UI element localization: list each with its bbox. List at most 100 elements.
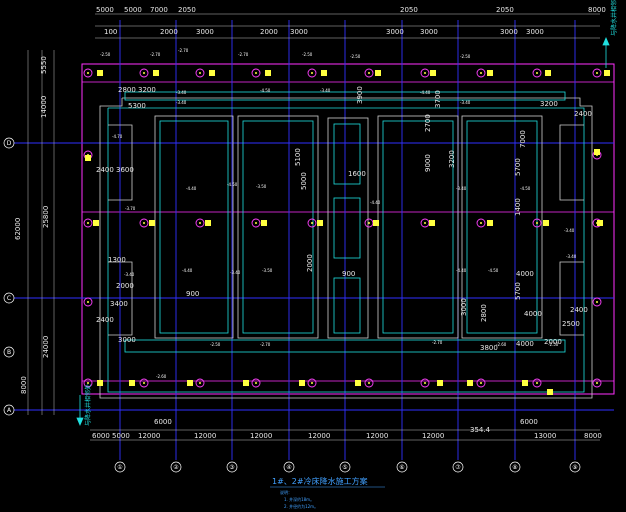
well-pump-symbol [321,70,327,76]
inner-dimension-text: 5100 [294,148,302,166]
top-dimension-text: 2400 [574,110,592,118]
well-marker [195,378,205,388]
wells-layer [83,68,610,395]
inner-dimension-text: 2800 [480,304,488,322]
left-dimension-text: 24000 [42,336,50,358]
elevation-label: -2.70 [432,340,443,345]
well-pump-symbol [355,380,361,386]
inner-dimension-text: 5700 [514,282,522,300]
column-axis-circle [114,461,126,473]
bottom-dimension-text: 13000 [534,432,556,440]
inner-dimension-text: 2000 [306,254,314,272]
inner-dimension-text: 3000 [118,336,136,344]
well-pump-symbol [429,220,435,226]
well-center [255,382,257,384]
row-axis-circle [3,346,15,358]
well-pump-symbol [93,220,99,226]
well-pump-symbol [299,380,305,386]
bottom-dimension-text: 6000 [154,418,172,426]
well-center [199,222,201,224]
central-sump-upper [333,123,361,185]
left-dimension-text: 8000 [20,376,28,394]
well-pump-symbol [545,70,551,76]
well-marker [139,378,149,388]
column-axis-circle [569,461,581,473]
note-heading: 说明： [280,489,292,495]
column-axis-label: ⑨ [572,464,577,471]
well-center [368,382,370,384]
well-marker [139,68,149,78]
well-marker [195,218,205,228]
column-axis-circle [226,461,238,473]
column-axis-circle [170,461,182,473]
well-center [87,222,89,224]
bottom-dimension-text: 354.4 [470,426,491,434]
well-pump-symbol [373,220,379,226]
inner-dimension-text: 3200 [448,150,456,168]
inner-dimension-text: 1300 [108,256,126,264]
inner-dimension-text: 2000 [544,338,562,346]
top-dimension-text: 3200 [540,100,558,108]
row-axis-bubble: D [3,137,15,149]
side-label-bottom: 与降水井相邻处 [84,384,92,426]
inner-dimension-text: 3000 [460,298,468,316]
pit-inner-outline [107,107,585,393]
column-axis-circle [283,461,295,473]
inner-dimension-text: 2000 [116,282,134,290]
well-pump-symbol [467,380,473,386]
pit-cell-3-inner [382,120,454,334]
row-axis-bubble: C [3,292,15,304]
well-center [87,382,89,384]
well-marker [532,378,542,388]
top-leader-arrow [602,36,610,46]
elevation-label: -2.50 [210,342,221,347]
top-dimension-text: 3000 [290,28,308,36]
well-marker [83,297,93,307]
note-2: 2. 井径约为12m。 [284,503,318,509]
well-center [480,72,482,74]
inner-dimension-text: 4000 [524,310,542,318]
axis-grid [10,20,614,460]
well-center [143,222,145,224]
elevation-label: -2.50 [460,54,471,59]
well-pump-symbol [187,380,193,386]
elevation-label: -2.60 [156,374,167,379]
elevation-label: -4.40 [456,268,467,273]
column-axis-bubble: ② [170,461,182,473]
top-dimension-text: 3000 [526,28,544,36]
left-dimension-text: 14000 [40,96,48,118]
column-axis-label: ⑧ [512,464,517,471]
elevation-label: -2.60 [496,342,507,347]
left-dimension-text: 5550 [40,56,48,74]
right-sump-upper [559,124,584,201]
top-dimension-text: 2000 [260,28,278,36]
bottom-dimension-text: 12000 [250,432,272,440]
well-center [480,222,482,224]
column-axis-label: ② [173,464,179,471]
elevation-label: -3.40 [176,100,187,105]
well-marker [364,68,374,78]
column-axis-bubble: ⑧ [509,461,521,473]
inner-dimension-text: 1600 [348,170,366,178]
inner-dimension-text: 1400 [514,198,522,216]
drawing-title: 1#、2#冷床降水施工方案 [272,476,368,486]
well-center [311,222,313,224]
elevation-label: -2.70 [150,52,161,57]
row-axis-bubble: B [3,346,15,358]
pit-cell-4 [461,115,543,339]
well-marker [83,68,93,78]
row-axis-circle [3,292,15,304]
well-pump-symbol [547,389,553,395]
row-axis-label: B [7,349,11,356]
well-pump-symbol [129,380,135,386]
top-dimension-text: 3000 [420,28,438,36]
inner-dimension-text: 4000 [516,340,534,348]
elevation-label: -2.50 [350,54,361,59]
well-pump-symbol [375,70,381,76]
elevation-label: -3.50 [262,268,273,273]
top-dimension-text: 2050 [400,6,418,14]
top-dimension-text: 5300 [128,102,146,110]
top-dimension-text: 5000 [96,6,114,14]
column-axis-bubble: ⑨ [569,461,581,473]
left-dimension-text: 25800 [42,206,50,228]
